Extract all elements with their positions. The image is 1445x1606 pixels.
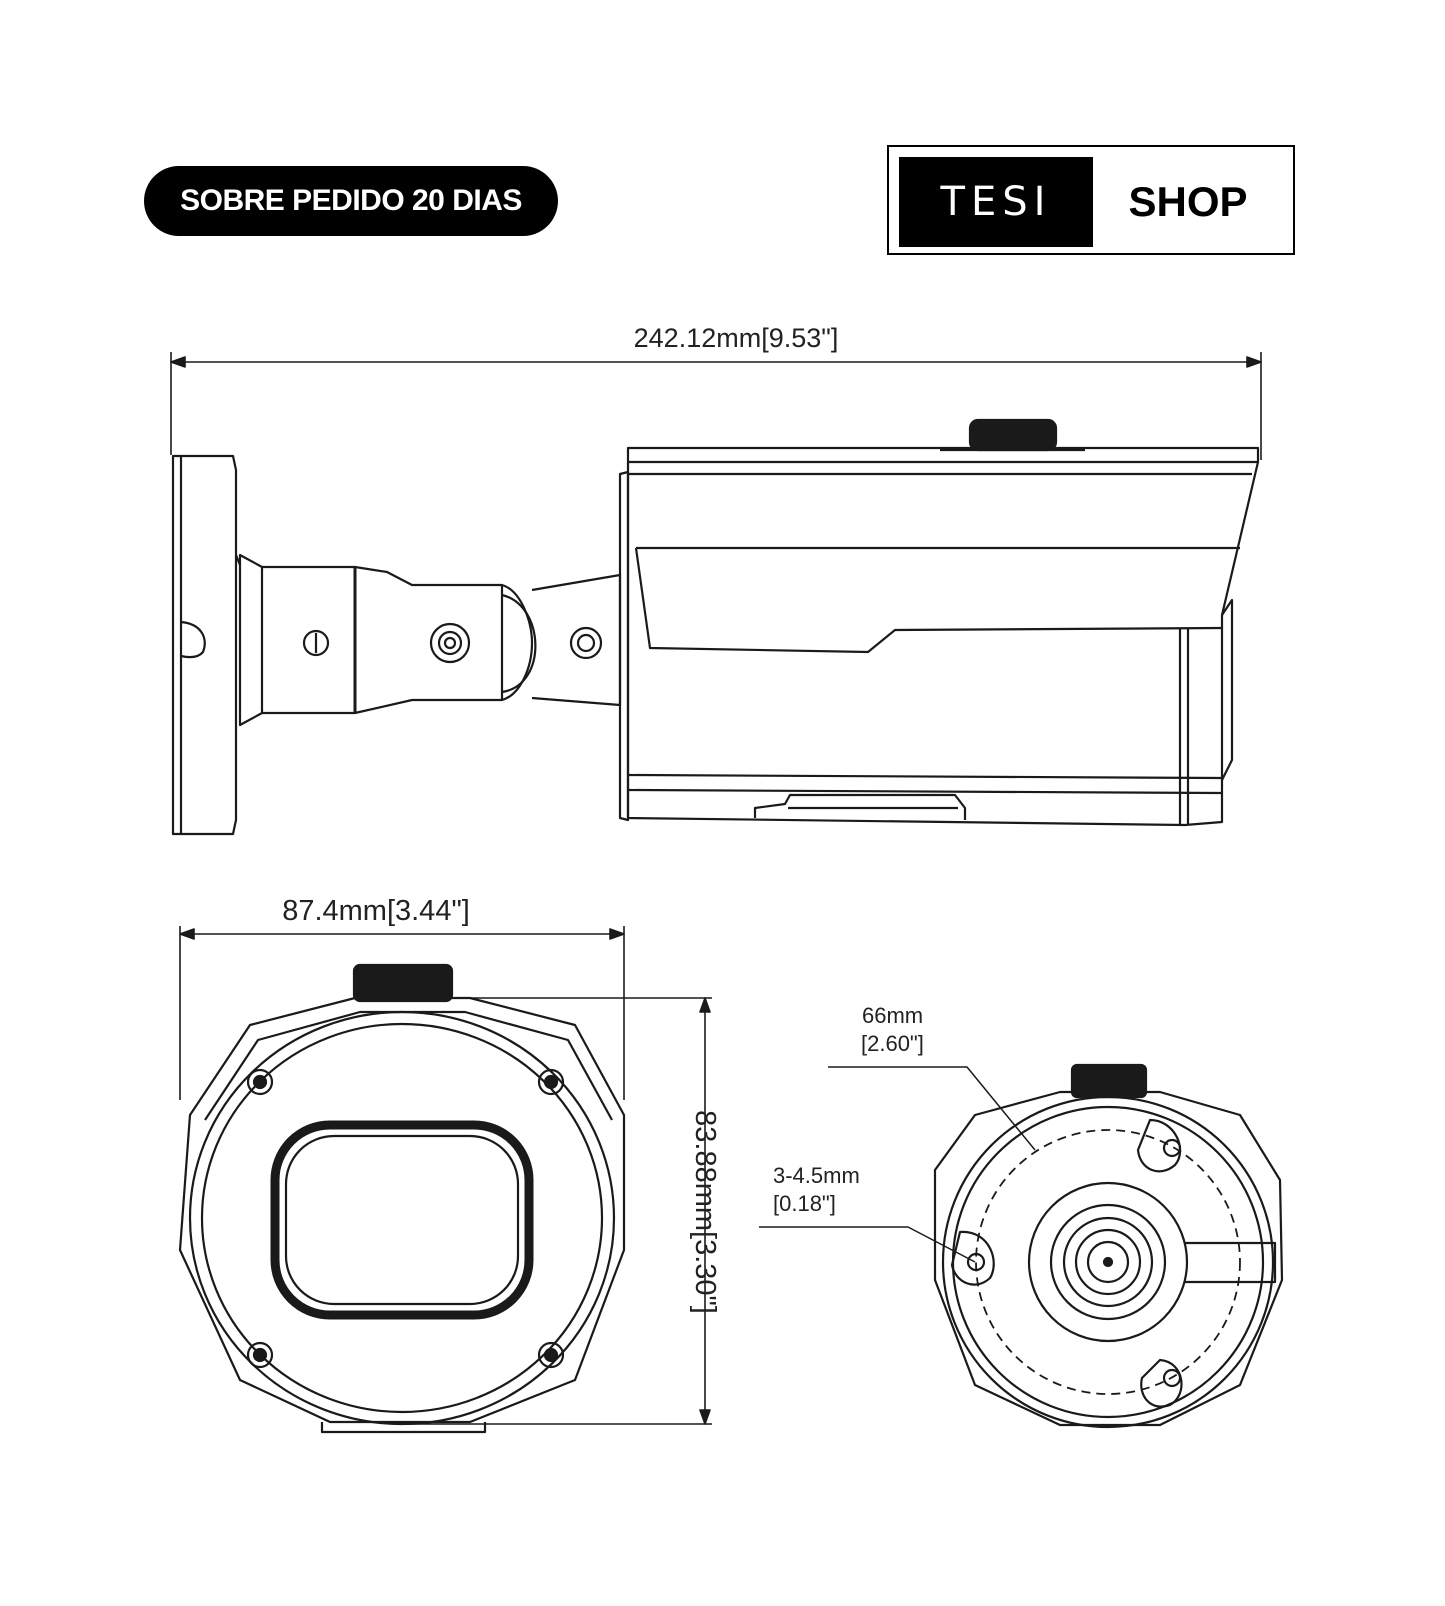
mount-bracket (238, 553, 622, 727)
availability-badge-text: SOBRE PEDIDO 20 DIAS (180, 184, 522, 217)
hole-size-in-label: [0.18"] (773, 1191, 836, 1216)
availability-badge: SOBRE PEDIDO 20 DIAS (144, 166, 558, 236)
front-screws (246, 1068, 565, 1369)
logo-left-block: TESI (899, 157, 1093, 247)
height-label: 83.88mm[3.30"] (689, 1110, 721, 1314)
overall-length-label: 242.12mm[9.53"] (634, 323, 839, 353)
height-dimension (400, 997, 712, 1425)
shop-logo: TESI SHOP (887, 145, 1295, 255)
camera-body (618, 418, 1260, 827)
mount-plate (171, 454, 242, 836)
width-label: 87.4mm[3.44"] (282, 895, 470, 927)
mounting-holes (950, 1118, 1183, 1408)
side-view: 242.12mm[9.53"] (170, 323, 1262, 836)
logo-left-text: TESI (940, 179, 1052, 225)
width-dimension (179, 926, 625, 1100)
bolt-circle-in-label: [2.60"] (861, 1031, 924, 1056)
front-view: 87.4mm[3.44"] 83.88mm[3.30"] (178, 895, 721, 1434)
logo-right-text: SHOP (1128, 178, 1248, 225)
logo-right-block: SHOP (1093, 157, 1283, 247)
overall-length-dimension (170, 352, 1262, 460)
hole-size-mm-label: 3-4.5mm (773, 1163, 860, 1188)
bolt-circle-mm-label: 66mm (862, 1003, 923, 1028)
rear-view: 66mm [2.60"] 3-4.5mm [0.18"] (759, 1003, 1284, 1429)
